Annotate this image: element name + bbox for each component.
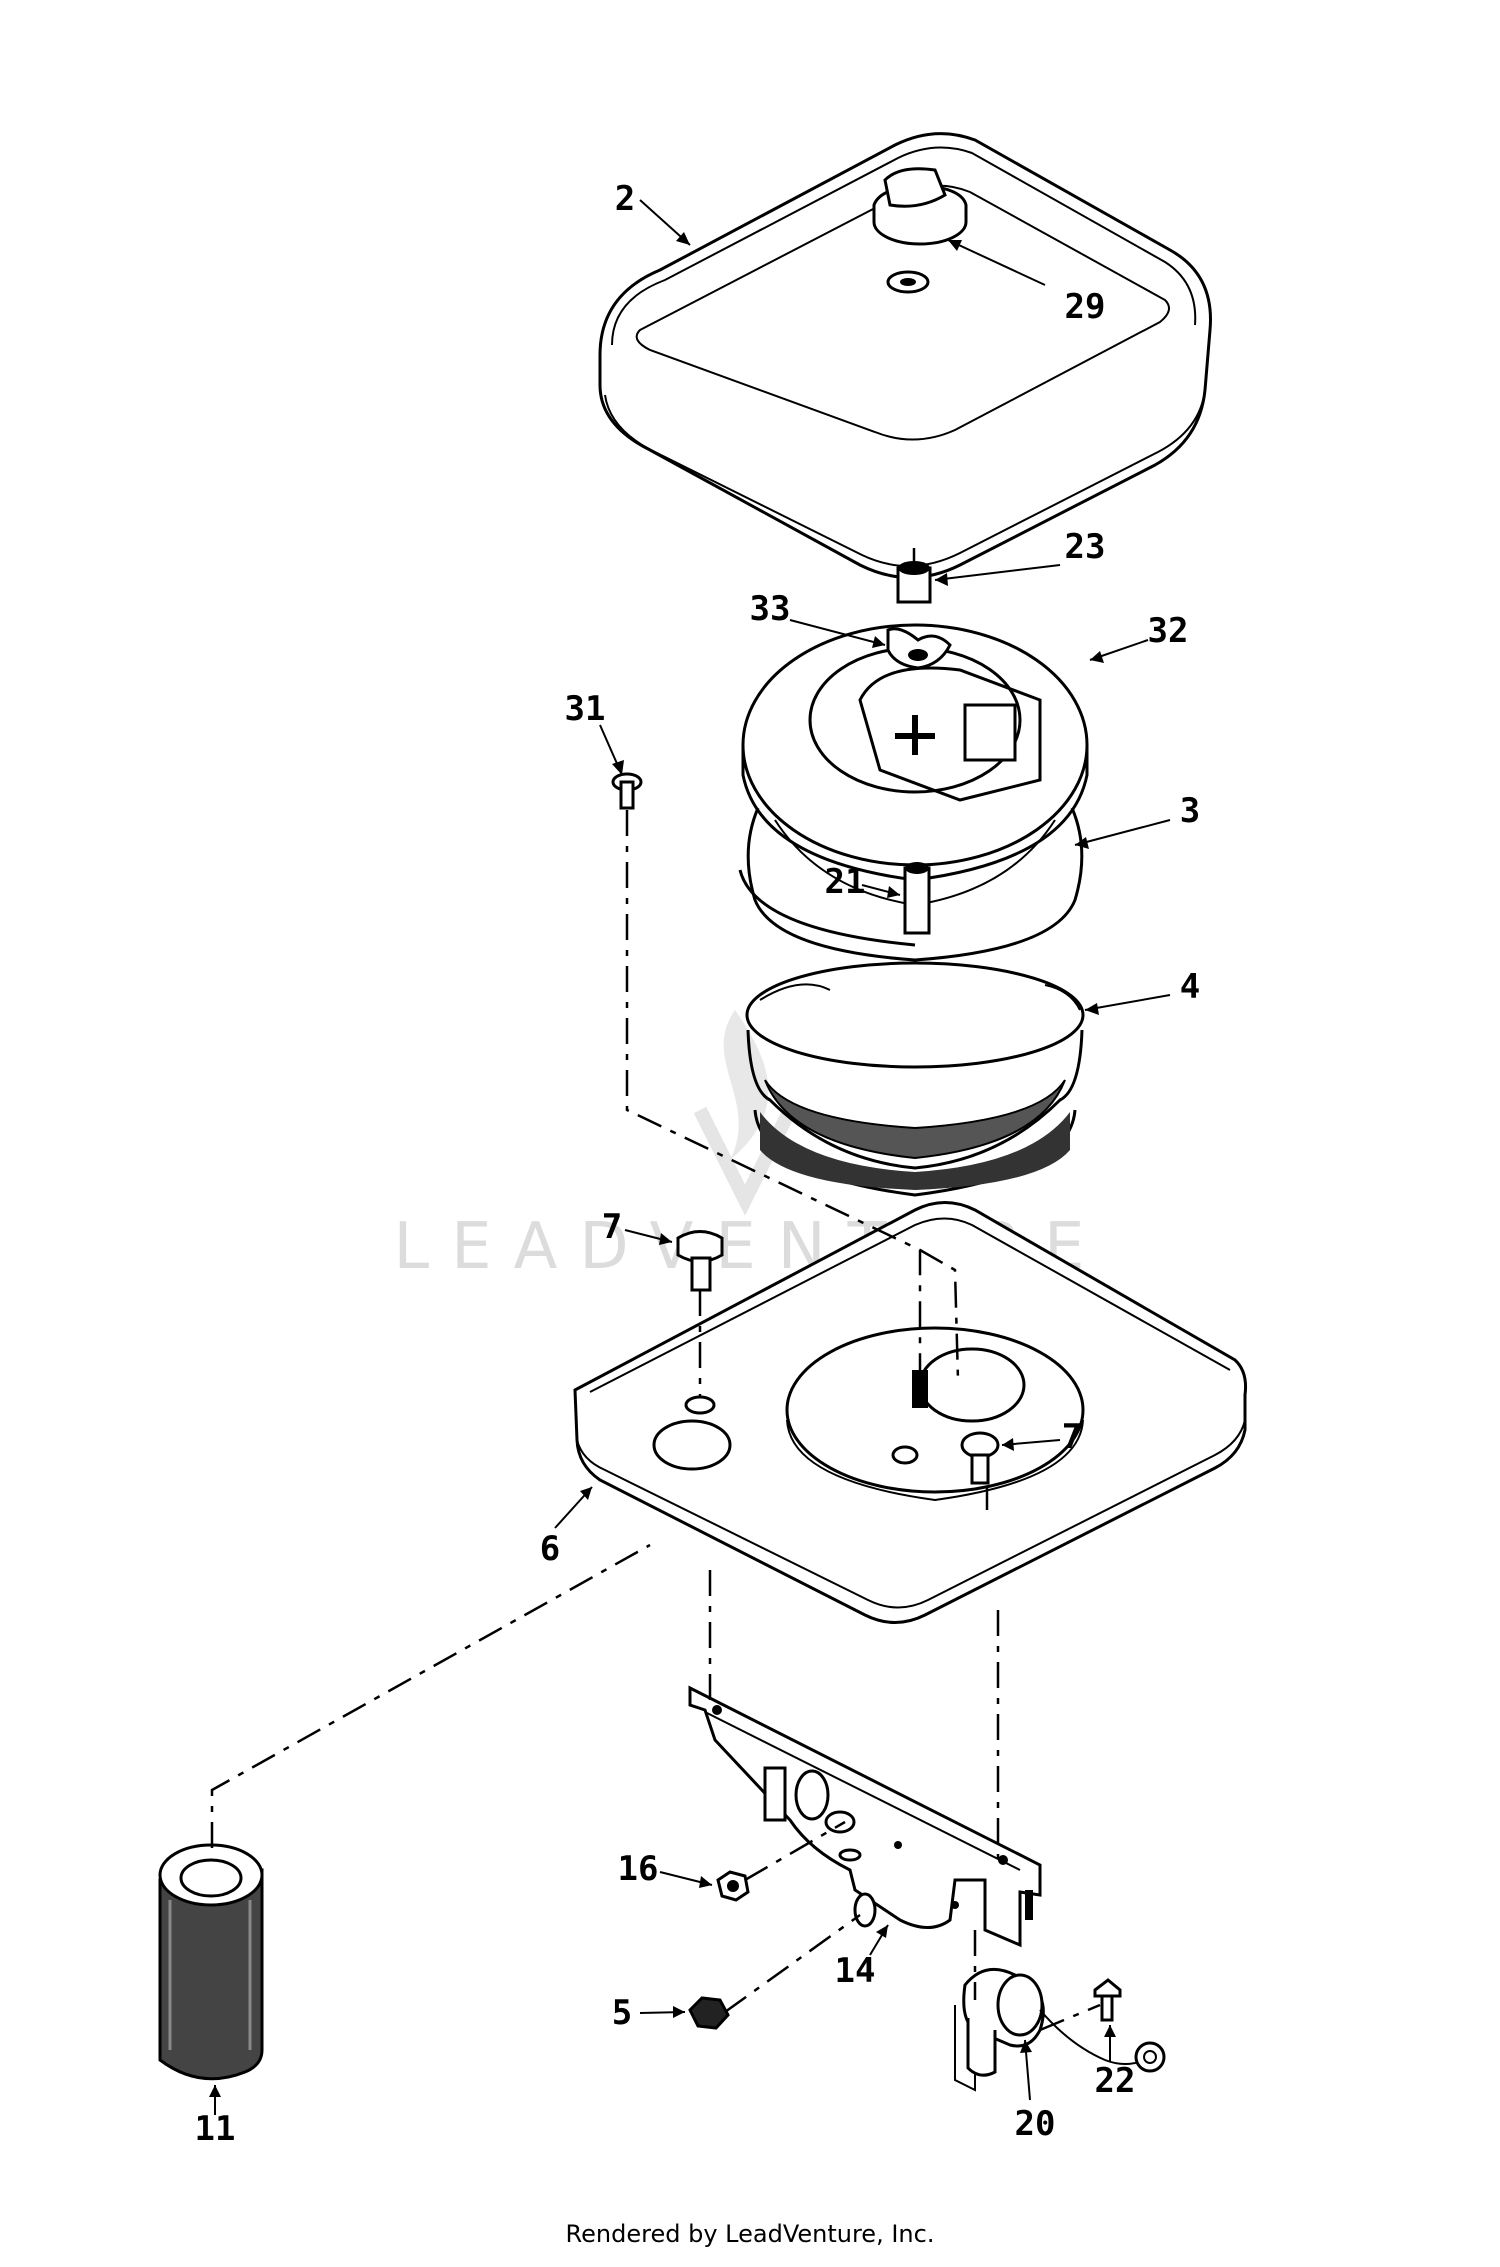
nut-16 <box>716 1870 750 1902</box>
air-cleaner-cover <box>598 132 1212 579</box>
filter-top-plate <box>741 623 1089 882</box>
footer-credit: Rendered by LeadVenture, Inc. <box>565 2220 935 2248</box>
screw-31 <box>611 772 643 810</box>
label-part-14: 14 <box>835 1951 876 1991</box>
part-labels: 2 29 23 33 32 31 3 21 4 7 7 6 16 14 5 22… <box>195 179 1201 2149</box>
label-part-11: 11 <box>195 2109 236 2149</box>
label-part-2: 2 <box>615 179 635 219</box>
label-part-4: 4 <box>1180 967 1200 1007</box>
clamp-20 <box>954 1967 1166 2092</box>
label-part-32: 32 <box>1148 611 1189 651</box>
leader-lines <box>209 199 1171 2115</box>
label-part-16: 16 <box>618 1849 659 1889</box>
mounting-bracket <box>688 1685 1042 1948</box>
label-part-22: 22 <box>1095 2061 1136 2101</box>
label-part-20: 20 <box>1015 2104 1056 2144</box>
screw-22 <box>1093 1978 1122 2022</box>
nut-5 <box>688 1996 730 2030</box>
assembly-lines <box>210 548 1101 2032</box>
label-part-23: 23 <box>1065 527 1106 567</box>
label-part-21: 21 <box>825 862 866 902</box>
filter-element <box>745 961 1085 1197</box>
cover-nut <box>896 561 932 604</box>
label-part-5: 5 <box>612 1993 632 2033</box>
label-part-7-lower: 7 <box>1062 1417 1082 1457</box>
label-part-3: 3 <box>1180 791 1200 831</box>
bolt-7-upper <box>676 1230 724 1292</box>
label-part-31: 31 <box>565 689 606 729</box>
label-part-7-upper: 7 <box>602 1207 622 1247</box>
pre-cleaner-sleeve <box>738 807 1084 962</box>
air-cleaner-base <box>573 1201 1247 1624</box>
label-part-33: 33 <box>750 589 791 629</box>
label-part-29: 29 <box>1065 287 1106 327</box>
label-part-6: 6 <box>540 1529 560 1569</box>
tube-11 <box>158 1843 264 2081</box>
